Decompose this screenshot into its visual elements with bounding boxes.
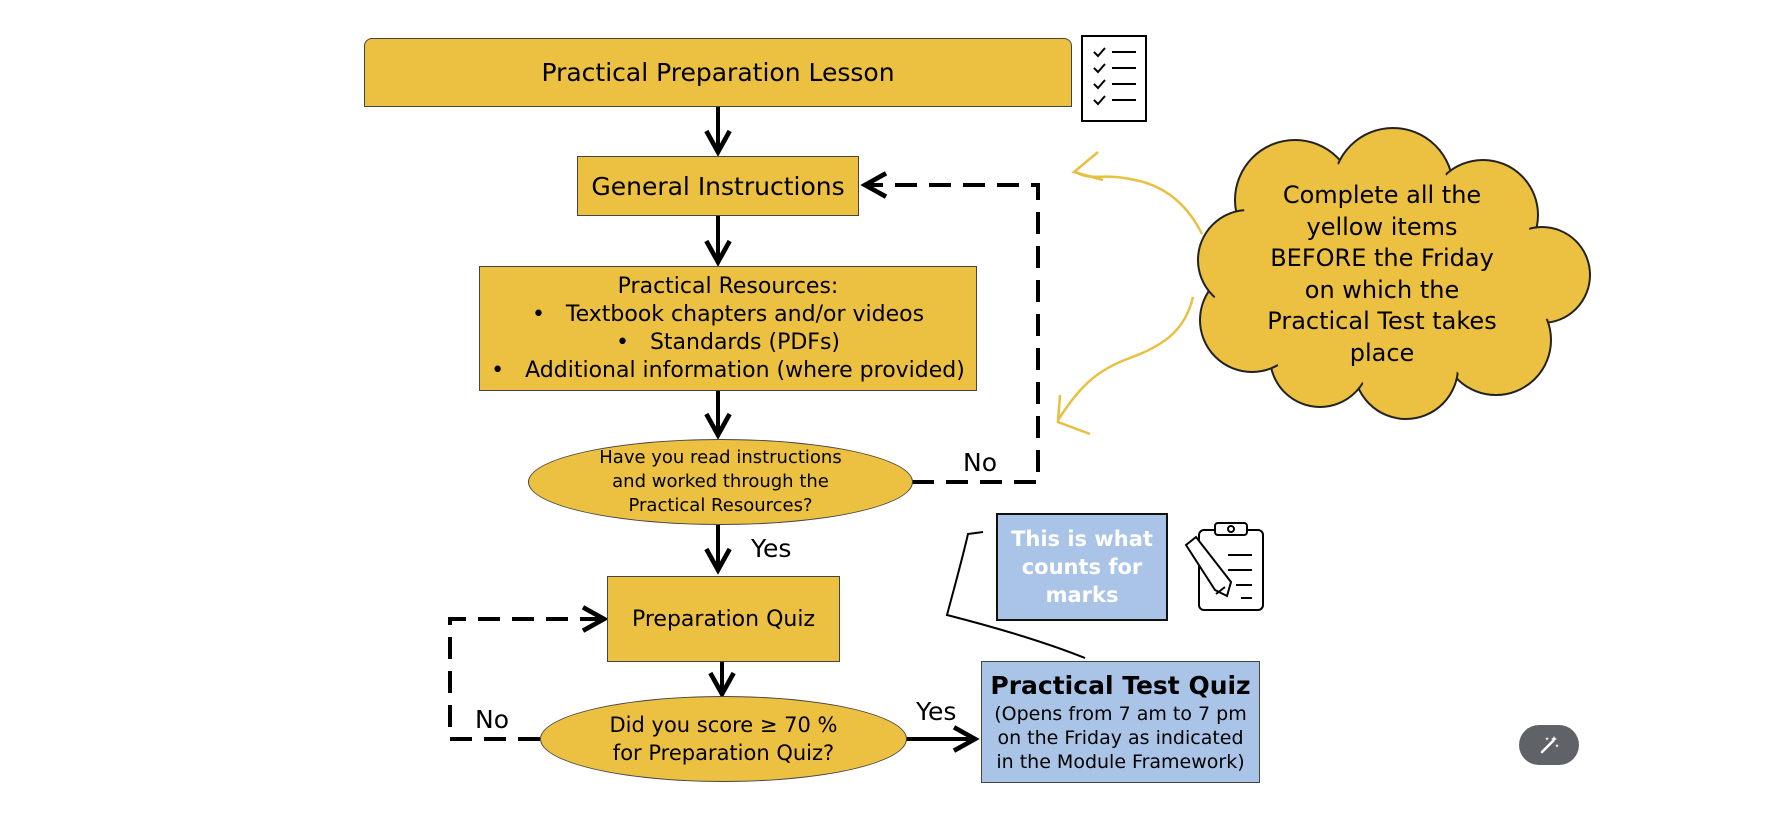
note-line-3: marks: [1045, 583, 1119, 607]
note-line-1: This is what: [1011, 527, 1153, 551]
cloud-line-4: on which the: [1304, 275, 1460, 304]
node-practical-resources: Practical Resources: • Textbook chapters…: [479, 266, 977, 391]
test-quiz-line-3: in the Module Framework): [996, 751, 1245, 773]
lesson-label: Practical Preparation Lesson: [541, 58, 895, 87]
cloud-shape: [1197, 127, 1591, 420]
cloud-arrow-down: [1056, 296, 1195, 421]
node-practical-test-quiz: Practical Test Quiz (Opens from 7 am to …: [981, 661, 1260, 783]
test-quiz-line-1: (Opens from 7 am to 7 pm: [994, 703, 1247, 725]
read-check-line-2: and worked through the: [612, 471, 829, 492]
read-check-line-1: Have you read instructions: [599, 447, 842, 468]
cloud-line-2: yellow items: [1306, 212, 1458, 241]
edge-label-score-no: No: [475, 705, 509, 734]
magic-edit-button[interactable]: [1519, 725, 1579, 765]
edge-label-read-no: No: [963, 448, 997, 477]
general-label: General Instructions: [591, 171, 845, 201]
edge-label-score-yes: Yes: [916, 697, 957, 726]
test-quiz-line-2: on the Friday as indicated: [997, 727, 1244, 749]
read-check-line-3: Practical Resources?: [628, 495, 813, 516]
cloud-line-3: BEFORE the Friday: [1270, 244, 1494, 272]
cloud-arrow-up-head: [1071, 151, 1104, 182]
resources-item-2: • Standards (PDFs): [616, 329, 840, 355]
clipboard-pencil-icon: [1184, 522, 1264, 611]
node-preparation-quiz: Preparation Quiz: [607, 576, 840, 662]
prep-quiz-label: Preparation Quiz: [631, 606, 815, 632]
edge-label-read-yes: Yes: [751, 534, 792, 563]
loop-score-no: [448, 619, 604, 741]
node-general-instructions: General Instructions: [577, 156, 859, 216]
resources-title: Practical Resources:: [617, 273, 839, 299]
magic-wand-icon: [1540, 736, 1559, 754]
cloud-line-5: Practical Test takes: [1267, 307, 1497, 335]
node-practical-preparation-lesson: Practical Preparation Lesson: [364, 38, 1072, 107]
cloud-arrow-up: [1074, 170, 1204, 235]
resources-item-3: • Additional information (where provided…: [491, 357, 965, 383]
cloud-arrow-down-head: [1056, 394, 1091, 436]
cloud-text: Complete all the yellow items BEFORE the…: [1232, 180, 1532, 369]
score-check-line-2: for Preparation Quiz?: [612, 741, 835, 765]
note-pointer-line: [945, 531, 1086, 659]
cloud-line-1: Complete all the: [1282, 181, 1482, 209]
decision-score: Did you score ≥ 70 % for Preparation Qui…: [540, 696, 907, 782]
note-counts-for-marks: This is what counts for marks: [996, 513, 1168, 621]
decision-read-resources: Have you read instructions and worked th…: [528, 439, 913, 525]
checklist-icon: [1081, 35, 1147, 122]
resources-item-1: • Textbook chapters and/or videos: [531, 301, 925, 327]
score-check-line-1: Did you score ≥ 70 %: [609, 713, 838, 737]
note-line-2: counts for: [1021, 555, 1143, 579]
loop-read-no: [865, 185, 1040, 484]
cloud-line-6: place: [1349, 338, 1415, 367]
test-quiz-title: Practical Test Quiz: [990, 671, 1251, 700]
